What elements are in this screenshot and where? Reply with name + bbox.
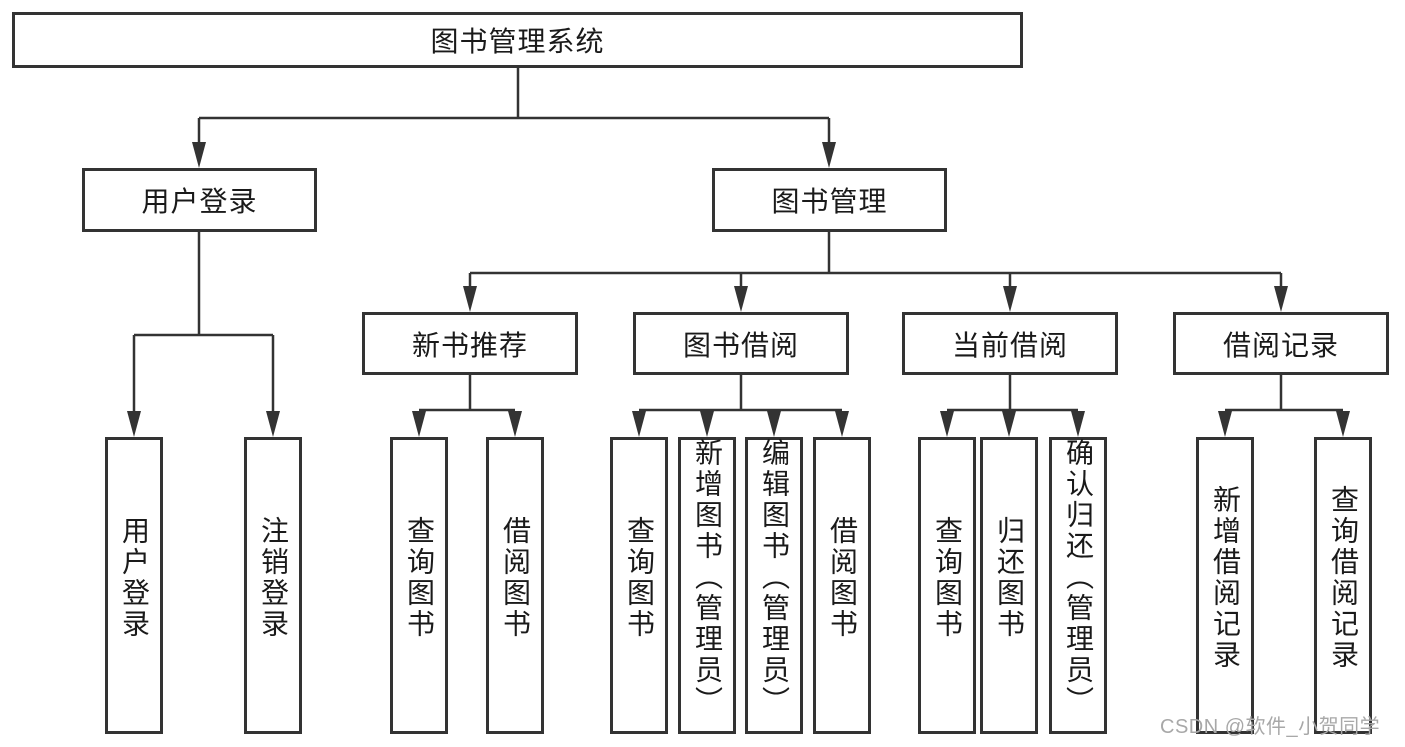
arrow-icon	[508, 411, 522, 437]
leaf-bb-query-books: 查询图书	[610, 437, 668, 734]
connector-current-borrow-to-leaves	[947, 375, 1078, 412]
arrow-icon	[1003, 286, 1017, 312]
connector-new-book-recommend-to-leaves	[419, 375, 515, 412]
leaf-bb-edit-books-admin-label: 编辑图书（管理员）	[759, 438, 790, 717]
arrow-icon	[940, 411, 954, 437]
leaf-cb-return-books: 归还图书	[980, 437, 1038, 734]
arrow-icon	[1071, 411, 1085, 437]
leaf-nbr-borrow-books-label: 借阅图书	[500, 515, 531, 640]
leaf-br-add-record-label: 新增借阅记录	[1210, 484, 1241, 671]
leaf-logout: 注销登录	[244, 437, 302, 734]
leaf-nbr-borrow-books: 借阅图书	[486, 437, 544, 734]
leaf-cb-return-books-label: 归还图书	[994, 515, 1025, 640]
leaf-br-add-record: 新增借阅记录	[1196, 437, 1254, 734]
node-current-borrow: 当前借阅	[902, 312, 1118, 375]
leaf-cb-confirm-return-admin: 确认归还（管理员）	[1049, 437, 1107, 734]
leaf-user-login: 用户登录	[105, 437, 163, 734]
arrow-icon	[127, 411, 141, 437]
leaf-br-query-record: 查询借阅记录	[1314, 437, 1372, 734]
leaf-bb-borrow-books: 借阅图书	[813, 437, 871, 734]
node-borrow-records: 借阅记录	[1173, 312, 1389, 375]
node-user-login-label: 用户登录	[141, 186, 258, 217]
arrow-icon	[1274, 286, 1288, 312]
leaf-logout-label: 注销登录	[258, 515, 289, 640]
leaf-bb-query-books-label: 查询图书	[624, 515, 655, 640]
leaf-nbr-query-books: 查询图书	[390, 437, 448, 734]
arrow-icon	[463, 286, 477, 312]
node-user-login: 用户登录	[82, 168, 317, 232]
leaf-bb-borrow-books-label: 借阅图书	[827, 515, 858, 640]
node-root-label: 图书管理系统	[430, 26, 605, 57]
watermark: CSDN @软件_小贺同学	[1160, 716, 1381, 738]
leaf-bb-edit-books-admin: 编辑图书（管理员）	[745, 437, 803, 734]
arrow-icon	[1002, 411, 1016, 437]
node-book-borrow: 图书借阅	[633, 312, 849, 375]
connector-root-to-level2	[197, 68, 831, 144]
connector-user-login-to-leaves	[132, 232, 275, 413]
arrow-icon	[412, 411, 426, 437]
node-current-borrow-label: 当前借阅	[951, 329, 1068, 361]
leaf-bb-add-books-admin: 新增图书（管理员）	[678, 437, 736, 734]
arrow-icon	[835, 411, 849, 437]
connector-book-borrow-to-leaves	[639, 375, 842, 412]
node-new-book-recommend: 新书推荐	[362, 312, 578, 375]
node-book-management: 图书管理	[712, 168, 947, 232]
leaf-bb-add-books-admin-label: 新增图书（管理员）	[692, 438, 723, 717]
arrow-icon	[632, 411, 646, 437]
arrow-icon	[767, 411, 781, 437]
arrow-icon	[734, 286, 748, 312]
arrowheads	[127, 142, 1350, 437]
leaf-cb-query-books: 查询图书	[918, 437, 976, 734]
arrow-icon	[700, 411, 714, 437]
leaf-user-login-label: 用户登录	[119, 515, 150, 640]
node-root: 图书管理系统	[12, 12, 1023, 68]
node-book-management-label: 图书管理	[771, 186, 888, 217]
leaf-br-query-record-label: 查询借阅记录	[1328, 484, 1359, 671]
leaf-cb-confirm-return-admin-label: 确认归还（管理员）	[1063, 438, 1094, 717]
arrow-icon	[822, 142, 836, 168]
arrow-icon	[266, 411, 280, 437]
connector-book-management-to-level3	[468, 232, 1283, 288]
arrow-icon	[1336, 411, 1350, 437]
connector-borrow-records-to-leaves	[1225, 375, 1343, 412]
leaf-nbr-query-books-label: 查询图书	[404, 515, 435, 640]
arrow-icon	[192, 142, 206, 168]
leaf-cb-query-books-label: 查询图书	[932, 515, 963, 640]
node-borrow-records-label: 借阅记录	[1222, 329, 1339, 361]
node-new-book-recommend-label: 新书推荐	[411, 329, 528, 361]
node-book-borrow-label: 图书借阅	[682, 329, 799, 361]
arrow-icon	[1218, 411, 1232, 437]
